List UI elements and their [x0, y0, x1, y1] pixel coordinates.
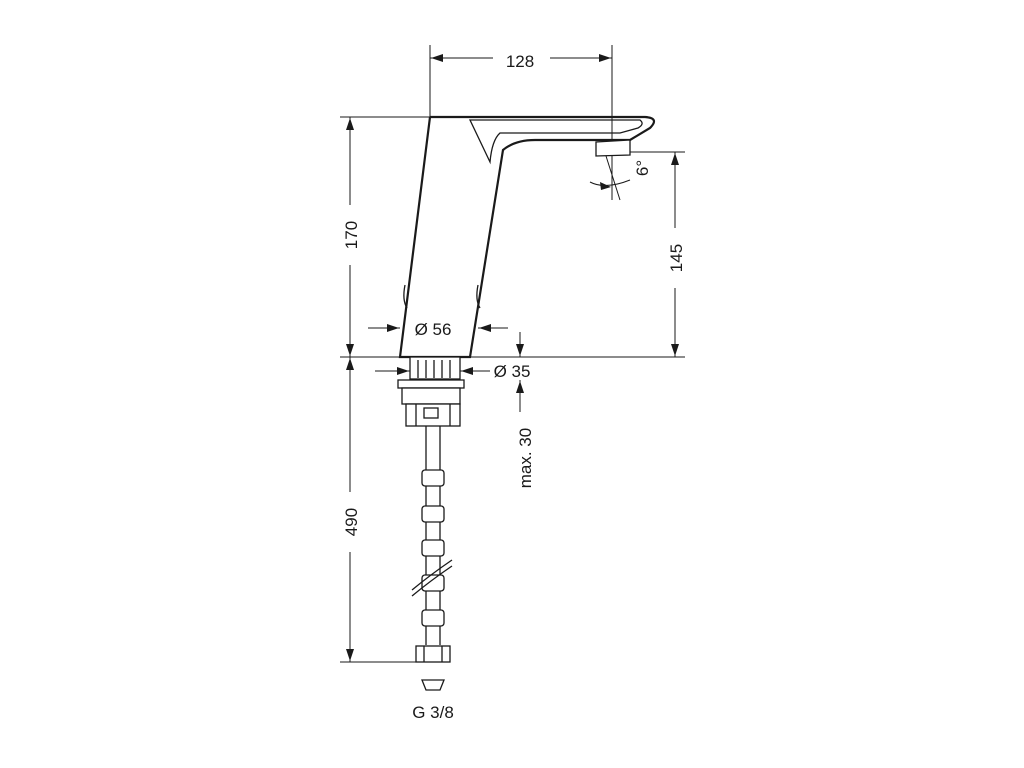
label-connection-thread: G 3/8	[412, 703, 454, 722]
dimension-outlet-height	[470, 151, 685, 358]
arrowhead	[600, 182, 611, 190]
arrowhead	[346, 649, 354, 661]
label-body-diameter: Ø 56	[415, 320, 452, 339]
arrowhead	[387, 324, 399, 332]
mounting-assembly	[397, 356, 465, 427]
arrowhead	[461, 367, 473, 375]
dimension-hose-length	[340, 357, 416, 663]
dimension-spray-angle	[589, 155, 631, 201]
dimension-total-height	[340, 116, 430, 358]
dimension-max-thickness	[516, 332, 524, 412]
flexible-hose	[411, 426, 453, 691]
arrowhead	[346, 344, 354, 356]
arrowhead	[599, 54, 611, 62]
arrowhead	[516, 344, 524, 356]
arrowhead	[671, 344, 679, 356]
arrowhead	[431, 54, 443, 62]
label-spray-angle: 6°	[633, 160, 652, 176]
label-hose-length: 490	[342, 508, 361, 536]
label-spout-reach: 128	[506, 52, 534, 71]
label-total-height: 170	[342, 221, 361, 249]
dimension-body-diameter	[368, 324, 508, 332]
arrowhead	[346, 358, 354, 370]
arrowhead	[516, 381, 524, 393]
label-max-thickness: max. 30	[516, 428, 535, 488]
label-hole-diameter: Ø 35	[494, 362, 531, 381]
arrowhead	[346, 118, 354, 130]
arrowhead	[671, 153, 679, 165]
label-outlet-height: 145	[667, 244, 686, 272]
dimension-hole-diameter	[375, 367, 490, 375]
arrowhead	[479, 324, 491, 332]
arrowhead	[397, 367, 409, 375]
faucet-body	[398, 115, 656, 359]
dimension-spout-reach	[429, 45, 613, 140]
